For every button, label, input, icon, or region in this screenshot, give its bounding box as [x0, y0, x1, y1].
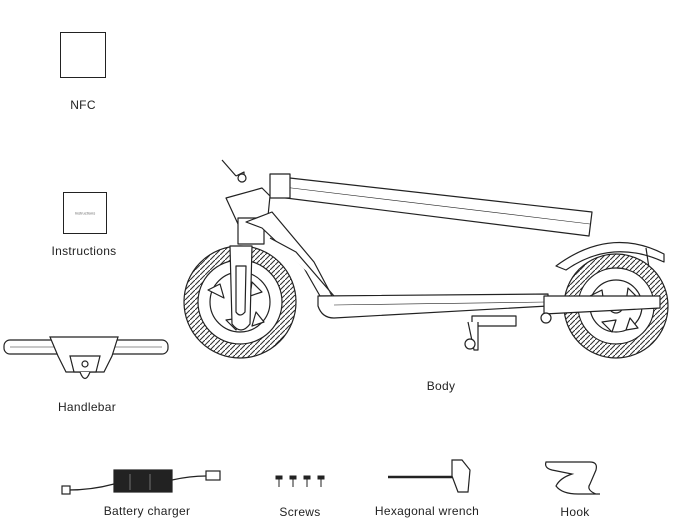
- scooter-drawing: [183, 159, 669, 359]
- handlebar-drawing: [3, 336, 169, 380]
- hex-wrench-drawing: [388, 459, 471, 493]
- handlebar-label: Handlebar: [57, 400, 117, 414]
- screws-label: Screws: [279, 505, 321, 519]
- screws-drawing: [275, 475, 325, 487]
- instructions-cover-text: Instructions: [74, 210, 96, 216]
- hook-drawing: [545, 461, 600, 495]
- instructions-booklet: Instructions: [63, 192, 107, 234]
- hook-label: Hook: [560, 505, 590, 519]
- battery-charger-drawing: [61, 469, 221, 495]
- battery-charger-label: Battery charger: [103, 504, 191, 518]
- nfc-card: [60, 32, 106, 78]
- nfc-label: NFC: [70, 98, 96, 112]
- instructions-label: Instructions: [51, 244, 117, 258]
- hex-wrench-label: Hexagonal wrench: [374, 504, 480, 518]
- body-label: Body: [426, 379, 456, 393]
